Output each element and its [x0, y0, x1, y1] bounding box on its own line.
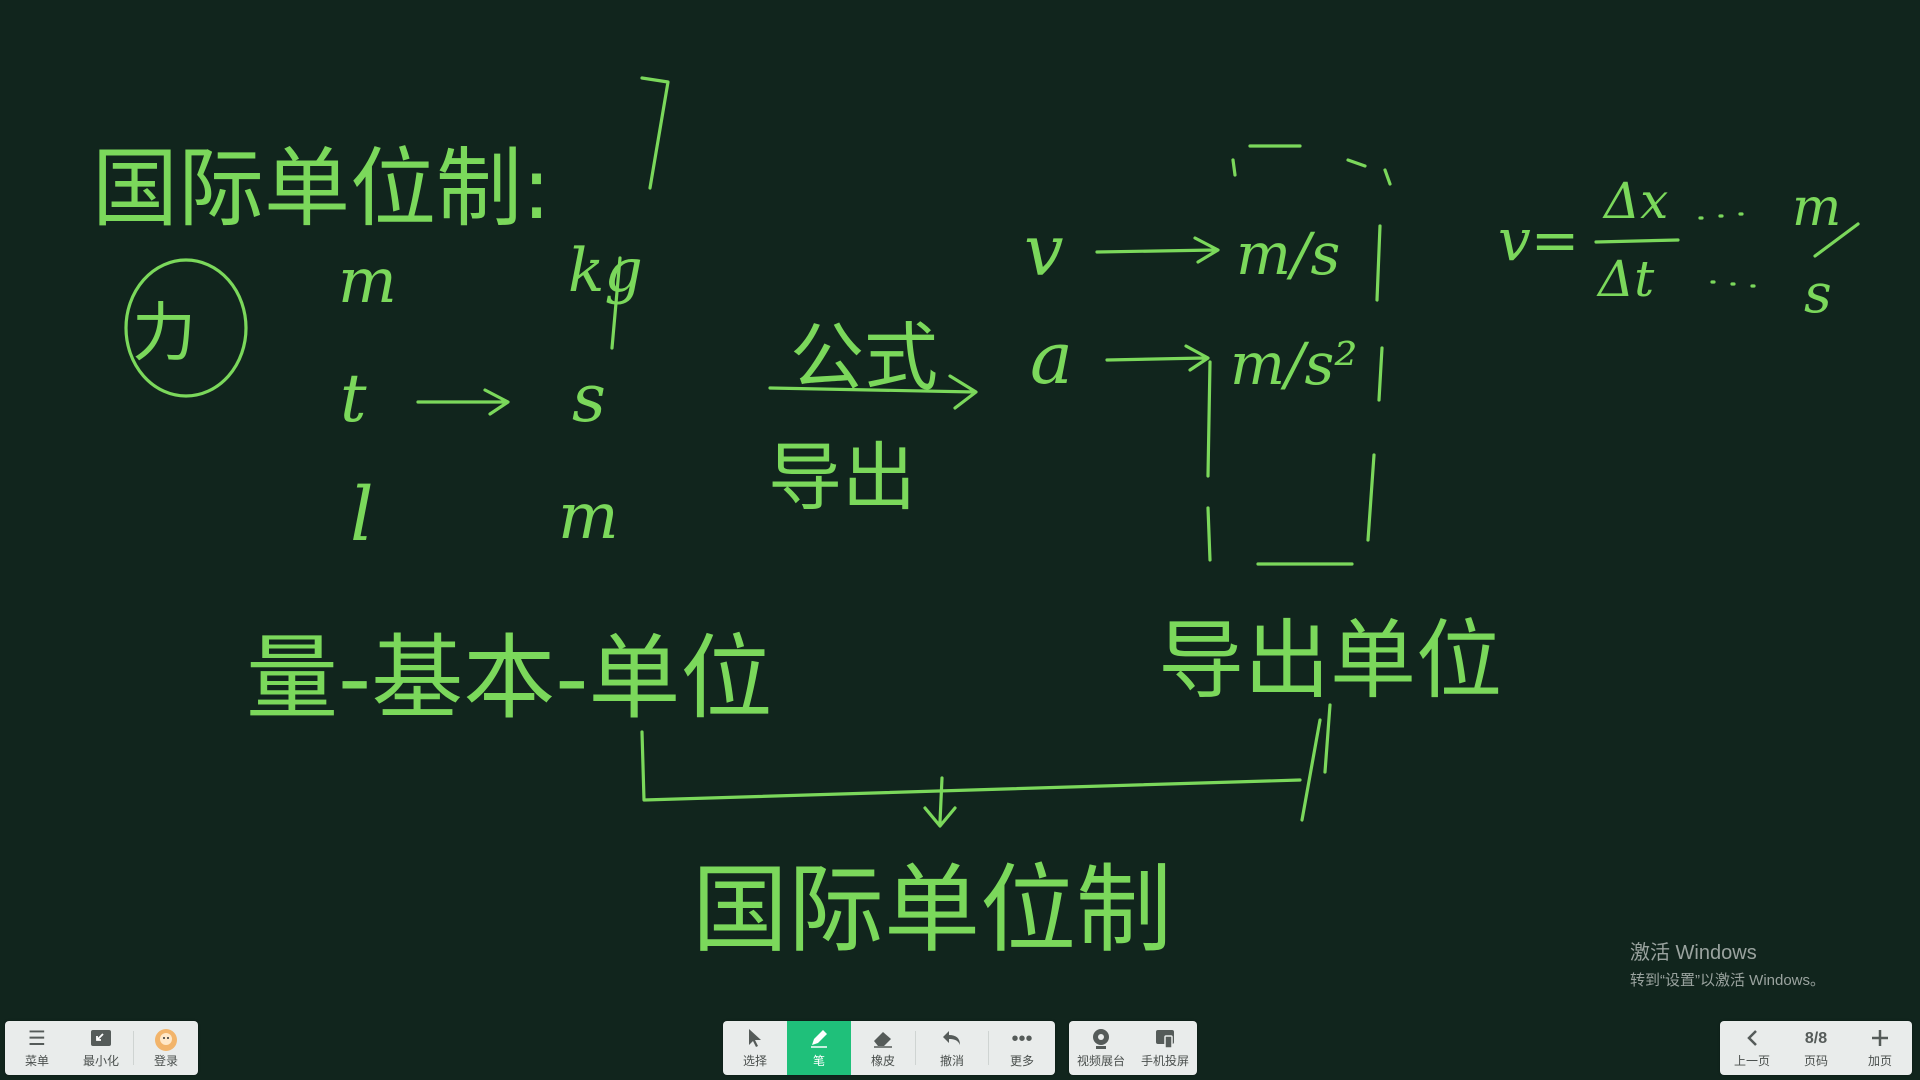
- derived-unit-a: m/s²: [1230, 330, 1358, 398]
- bottom-title: 国际单位制: [692, 854, 1172, 966]
- derived-quantity-a: a: [1030, 316, 1073, 400]
- add-page-label: 加页: [1867, 1053, 1892, 1068]
- cursor-icon: [746, 1028, 764, 1052]
- dots-stroke: [1698, 212, 1756, 288]
- kg-tail-stroke: [610, 256, 622, 350]
- base-quantity-m: m: [338, 244, 397, 317]
- arrow-t: [416, 388, 510, 416]
- more-icon: •••: [1011, 1027, 1033, 1050]
- derived-quantity-v: v: [1024, 210, 1064, 292]
- toolbar-divider: [133, 1031, 134, 1065]
- circle-char: 力: [132, 297, 196, 371]
- select-button[interactable]: 选择: [723, 1021, 787, 1075]
- toolbar-divider: [988, 1031, 989, 1065]
- connector-left: [640, 730, 1302, 802]
- formula-v: v=: [1498, 206, 1580, 274]
- login-button[interactable]: 登录: [134, 1021, 198, 1075]
- page-label: 页码: [1803, 1053, 1828, 1068]
- minimize-icon: [90, 1028, 112, 1052]
- fraction-bar: [1594, 238, 1680, 244]
- base-quantity-l: l: [350, 472, 374, 558]
- unit-fraction-bar: [1813, 222, 1860, 258]
- arrow-a: [1105, 344, 1210, 372]
- camera-icon: [1091, 1028, 1111, 1052]
- more-label: 更多: [1009, 1053, 1034, 1068]
- dash-box: [1206, 144, 1392, 566]
- derive-label: 导出: [768, 435, 916, 521]
- eraser-icon: [872, 1028, 894, 1052]
- undo-label: 撤消: [939, 1053, 964, 1068]
- arrow-formula: [768, 374, 978, 410]
- watermark-line2: 转到“设置”以激活 Windows。: [1630, 972, 1826, 989]
- derived-unit-v: m/s: [1236, 220, 1341, 288]
- left-toolbar: ☰ 菜单 最小化 登录: [5, 1021, 198, 1075]
- page-toolbar: 上一页 8/8 页码 加页: [1720, 1021, 1912, 1075]
- derived-unit-caption: 导出单位: [1158, 611, 1502, 711]
- undo-icon: [941, 1028, 963, 1052]
- page-indicator[interactable]: 8/8 页码: [1784, 1021, 1848, 1075]
- base-unit-kg: kg: [568, 236, 643, 306]
- activation-watermark: 激活 Windows 转到“设置”以激活 Windows。: [1630, 936, 1825, 990]
- prev-page-label: 上一页: [1733, 1053, 1770, 1068]
- prev-page-button[interactable]: 上一页: [1720, 1021, 1784, 1075]
- pen-label: 笔: [812, 1053, 825, 1068]
- connector-down: [923, 776, 957, 828]
- arrow-v: [1095, 236, 1220, 264]
- formula-unit-numerator: m: [1792, 178, 1842, 238]
- pen-icon: [809, 1028, 829, 1052]
- video-booth-label: 视频展台: [1076, 1053, 1125, 1068]
- media-toolbar: 视频展台 手机投屏: [1069, 1021, 1197, 1075]
- bracket-stroke: [640, 76, 670, 190]
- title-left: 国际单位制:: [92, 139, 551, 239]
- eraser-label: 橡皮: [870, 1053, 895, 1068]
- connector-right: [1300, 703, 1332, 822]
- formula-numerator: Δx: [1604, 172, 1669, 230]
- formula-unit-denominator: s: [1804, 262, 1832, 325]
- select-label: 选择: [742, 1053, 767, 1068]
- base-unit-m: m: [558, 480, 619, 554]
- base-unit-s: s: [572, 360, 606, 437]
- minimize-button[interactable]: 最小化: [69, 1021, 133, 1075]
- center-toolbar: 选择 笔 橡皮 撤消 ••• 更多: [723, 1021, 1055, 1075]
- formula-denominator: Δt: [1598, 250, 1655, 308]
- undo-button[interactable]: 撤消: [916, 1021, 988, 1075]
- eraser-button[interactable]: 橡皮: [851, 1021, 915, 1075]
- plus-icon: [1870, 1028, 1890, 1052]
- more-button[interactable]: ••• 更多: [989, 1021, 1055, 1075]
- add-page-button[interactable]: 加页: [1848, 1021, 1912, 1075]
- phone-cast-label: 手机投屏: [1140, 1053, 1189, 1068]
- menu-icon: ☰: [28, 1027, 46, 1050]
- base-quantity-t: t: [340, 360, 367, 437]
- toolbar-divider: [915, 1031, 916, 1065]
- chevron-left-icon: [1745, 1028, 1759, 1052]
- watermark-line1: 激活 Windows: [1630, 942, 1757, 964]
- minimize-label: 最小化: [82, 1053, 119, 1068]
- menu-label: 菜单: [24, 1053, 49, 1068]
- menu-button[interactable]: ☰ 菜单: [5, 1021, 69, 1075]
- page-number: 8/8: [1804, 1029, 1828, 1047]
- phone-cast-icon: [1154, 1028, 1176, 1052]
- phone-cast-button[interactable]: 手机投屏: [1133, 1021, 1197, 1075]
- base-unit-caption: 量-基本-单位: [246, 625, 773, 732]
- circle-stroke: [124, 258, 248, 398]
- formula-label: 公式: [790, 315, 938, 401]
- login-label: 登录: [153, 1053, 178, 1068]
- avatar-icon: [154, 1028, 178, 1052]
- pen-button[interactable]: 笔: [787, 1021, 851, 1075]
- video-booth-button[interactable]: 视频展台: [1069, 1021, 1133, 1075]
